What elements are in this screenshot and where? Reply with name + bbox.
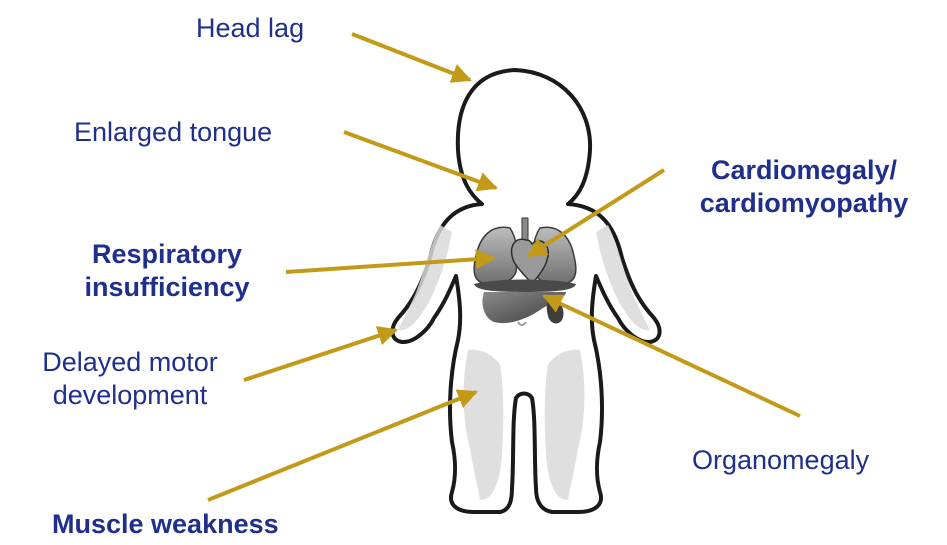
trachea-icon (522, 218, 528, 240)
label-organomegaly: Organomegaly (692, 444, 869, 477)
label-respiratory-insufficiency: Respiratory insufficiency (52, 238, 282, 304)
diaphragm-icon (474, 280, 576, 293)
arrow-head-lag (352, 34, 470, 80)
label-cardiomegaly: Cardiomegaly/ cardiomyopathy (664, 154, 944, 220)
label-head-lag: Head lag (196, 12, 304, 45)
arrow-delayed-motor (244, 330, 396, 380)
label-enlarged-tongue: Enlarged tongue (74, 116, 272, 149)
label-delayed-motor-development: Delayed motor development (6, 346, 254, 412)
label-muscle-weakness: Muscle weakness (52, 508, 279, 541)
